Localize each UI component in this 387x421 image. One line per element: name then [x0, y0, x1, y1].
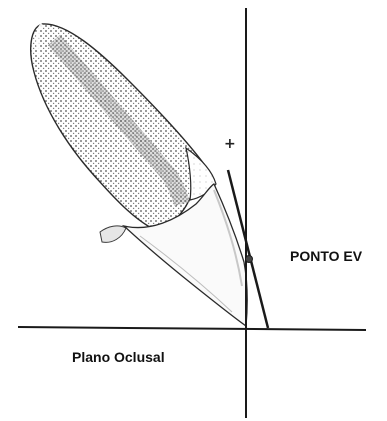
tooth-root	[31, 24, 204, 228]
occlusal-plane-line	[18, 327, 366, 330]
ponto-ev-point	[246, 256, 253, 263]
ponto-ev-label: PONTO EV	[290, 248, 362, 264]
plano-oclusal-label: Plano Oclusal	[72, 349, 165, 365]
plus-sign-label: +	[224, 136, 236, 152]
